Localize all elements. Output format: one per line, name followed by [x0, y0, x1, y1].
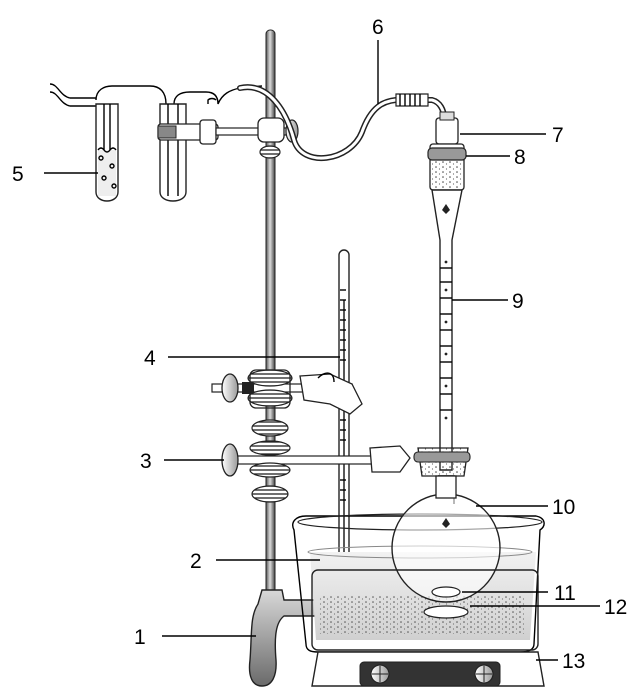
label-4: 4	[144, 347, 156, 370]
u-tube-assembly	[49, 83, 263, 202]
label-10: 10	[552, 496, 575, 519]
leader-lines	[44, 40, 600, 661]
clamp-knob	[221, 443, 239, 477]
thermometer	[338, 249, 350, 581]
hot-plate-stirrer	[311, 569, 545, 687]
label-12: 12	[604, 596, 627, 619]
burette-assembly	[427, 111, 467, 471]
label-3: 3	[140, 450, 152, 473]
magnetic-stir-bar	[423, 605, 469, 619]
label-6: 6	[372, 16, 384, 39]
round-bottom-flask	[391, 475, 501, 603]
label-13: 13	[562, 650, 585, 673]
rubber-hose	[237, 84, 447, 162]
u-tube-right	[159, 103, 187, 202]
thermometer-clamp	[211, 369, 363, 437]
drying-tube	[435, 117, 459, 145]
label-11: 11	[554, 582, 576, 605]
stir-bar	[431, 586, 461, 598]
label-5: 5	[12, 163, 24, 186]
label-2: 2	[190, 550, 202, 573]
flask-clamp	[221, 440, 471, 503]
top-clamp	[157, 117, 299, 159]
label-9: 9	[512, 290, 524, 313]
number-labels: 1 2 3 4 5 6 7 8 9 10 11 12 13	[12, 16, 627, 673]
stand-base	[248, 589, 331, 687]
stopper	[432, 160, 462, 188]
label-1: 1	[134, 626, 146, 649]
clamp-knob	[221, 373, 239, 403]
label-7: 7	[552, 124, 564, 147]
label-8: 8	[514, 146, 526, 169]
stand-rod	[265, 29, 276, 601]
